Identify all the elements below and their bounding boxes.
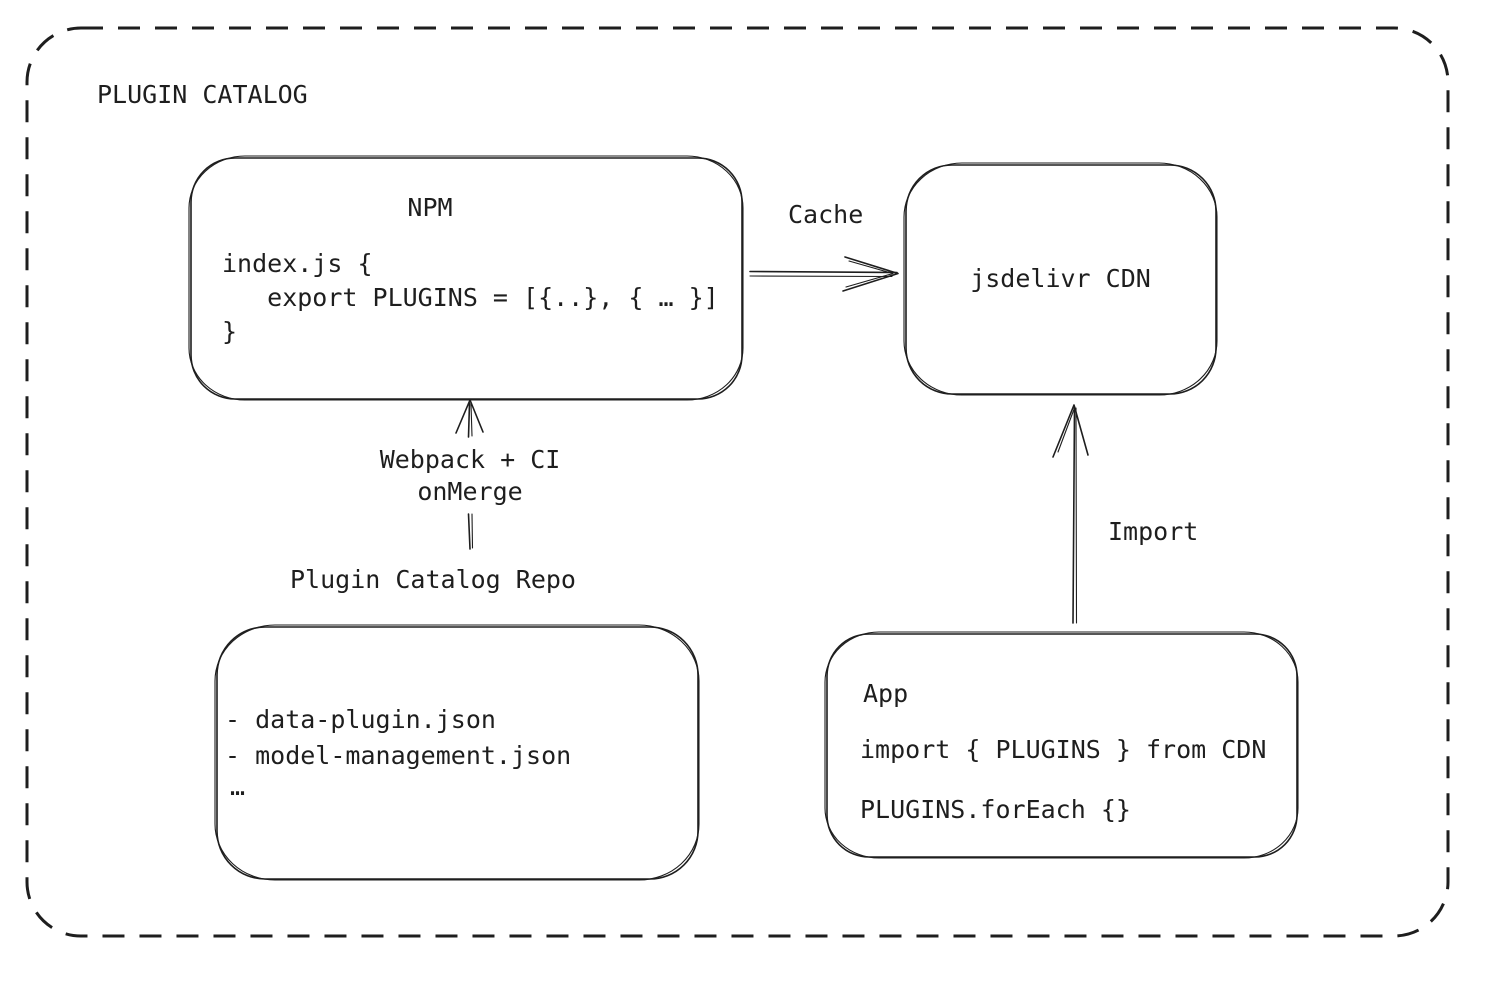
import-arrow [1052,404,1089,624]
build-arrow-head [455,399,484,438]
build-arrow-label-line-1: Webpack + CI [379,445,561,474]
npm-code-line-3: } [222,317,238,346]
repo-file-item: - data-plugin.json [225,705,496,734]
cache-arrow [749,256,899,292]
cdn-box-title: jsdelivr CDN [970,264,1151,293]
app-code-line-2: PLUGINS.forEach {} [860,795,1131,824]
build-arrow-label-line-2: onMerge [417,477,523,506]
npm-box-shape [188,155,744,401]
repo-box-title: Plugin Catalog Repo [290,565,576,594]
repo-file-item: - model-management.json [225,741,572,770]
app-box-title: App [863,679,909,708]
app-code-line-1: import { PLUGINS } from CDN [860,735,1267,764]
cache-arrow-label: Cache [788,200,864,229]
catalog-boundary-dashed-border [25,26,1450,938]
diagram-title: PLUGIN CATALOG [97,80,308,109]
import-arrow-label: Import [1108,517,1199,546]
repo-box-shape [214,624,700,881]
app-box-shape [824,631,1299,859]
npm-box-title: NPM [407,193,453,222]
cdn-box-shape [903,162,1218,396]
build-arrow-tail [467,513,474,550]
repo-file-ellipsis: … [230,772,246,801]
npm-code-line-1: index.js { [222,249,373,278]
npm-code-line-2: export PLUGINS = [{..}, { … }] [222,283,719,312]
